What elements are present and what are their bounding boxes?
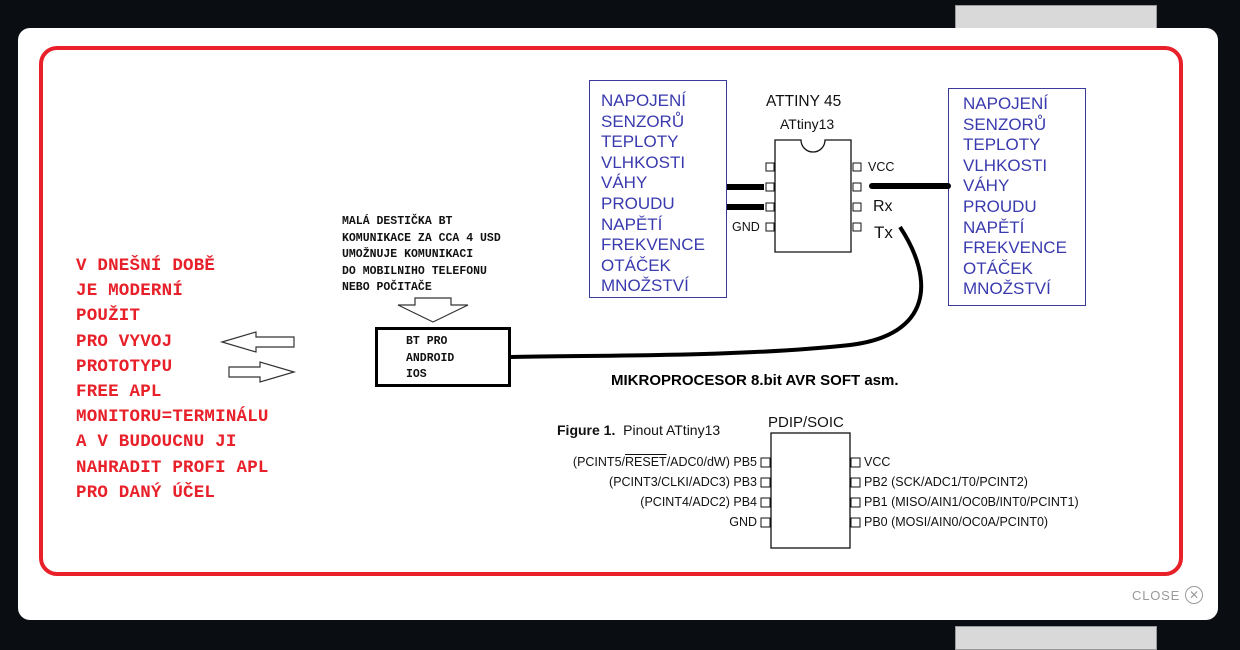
close-button[interactable]: CLOSE ✕ <box>1132 586 1204 604</box>
chip-pin <box>852 182 862 192</box>
wire-tx-bt <box>510 225 924 359</box>
chip-tx-label: Tx <box>874 223 893 242</box>
sensor-box-right: NAPOJENÍ SENZORŮ TEPLOTY VLHKOSTI VÁHY P… <box>948 88 1086 306</box>
sensor-item: FREKVENCE <box>963 238 1067 258</box>
figure-package: PDIP/SOIC <box>768 414 844 431</box>
sensor-item: TEPLOTY <box>601 132 679 152</box>
sensor-item: SENZORŮ <box>963 114 1047 134</box>
sensor-item: VÁHY <box>601 173 648 193</box>
sensor-item: PROUDU <box>963 196 1037 216</box>
chip-title: ATTINY 45 <box>766 93 842 110</box>
left-line: V DNEŠNÍ DOBĚ <box>76 256 216 276</box>
chip-rx-label: Rx <box>873 198 893 215</box>
figure-pin-label-left: GND <box>729 515 757 529</box>
sensor-item: NAPĚTÍ <box>963 217 1025 237</box>
figure-pin <box>760 477 771 488</box>
sensor-item: VÁHY <box>963 176 1010 196</box>
sensor-item: FREKVENCE <box>601 235 705 255</box>
arrow-down-icon <box>397 297 469 323</box>
arrow-right-icon <box>228 361 297 383</box>
left-line: PROTOTYPU <box>76 356 173 377</box>
diagram-caption: MIKROPROCESOR 8.bit AVR SOFT asm. <box>611 372 899 389</box>
figure-pin-label-right: PB1 (MISO/AIN1/OC0B/INT0/PCINT1) <box>864 495 1079 509</box>
figure-chip-body <box>770 432 851 549</box>
left-line: PRO DANÝ ÚČEL <box>76 482 216 503</box>
chip-pin <box>852 202 862 212</box>
left-line: A V BUDOUCNU JI <box>76 432 237 453</box>
figure-pin <box>850 477 861 488</box>
chip-gnd-label: GND <box>732 220 760 234</box>
left-line: JE MODERNÍ <box>76 281 184 302</box>
figure-pin-label-left: (PCINT5/RESET/ADC0/dW) PB5 <box>573 455 757 469</box>
sensor-box-left: NAPOJENÍ SENZORŮ TEPLOTY VLHKOSTI VÁHY P… <box>589 80 727 298</box>
pin-prefix: (PCINT5/ <box>572 455 625 469</box>
left-description: V DNEŠNÍ DOBĚ JE MODERNÍ POUŽIT PRO VYVO… <box>76 254 269 506</box>
chip-body <box>774 139 852 253</box>
sensor-item: TEPLOTY <box>963 135 1041 155</box>
bt-box-line: BT PRO <box>406 335 448 348</box>
bt-note-line: UMOŽNUJE KOMUNIKACI <box>342 248 474 261</box>
chip-pin <box>765 162 775 172</box>
figure-pin-label-left: (PCINT4/ADC2) PB4 <box>640 495 757 509</box>
bt-note-line: NEBO POČITAČE <box>342 281 432 294</box>
left-line: NAHRADIT PROFI APL <box>76 457 269 478</box>
close-circle-icon: ✕ <box>1185 586 1204 604</box>
figure-pin-label-left: (PCINT3/CLKI/ADC3) PB3 <box>609 475 757 489</box>
arrow-left-icon <box>219 331 295 353</box>
bt-note-line: MALÁ DESTIČKA BT <box>342 215 453 228</box>
left-line: FREE APL <box>76 382 162 403</box>
pin-overline: RESET <box>625 455 667 469</box>
sensor-item: OTÁČEK <box>601 255 671 275</box>
figure-pin-label-right: PB0 (MOSI/AIN0/OC0A/PCINT0) <box>864 515 1049 529</box>
figure-caption: Pinout ATtiny13 <box>623 422 721 438</box>
sensor-item: OTÁČEK <box>963 258 1033 278</box>
bt-note-line: DO MOBILNIHO TELEFONU <box>342 264 487 278</box>
chip-pin <box>765 182 775 192</box>
figure-label: Figure 1. <box>557 422 616 438</box>
sensor-item: SENZORŮ <box>601 111 685 131</box>
figure-pin <box>760 497 771 508</box>
sensor-item: NAPOJENÍ <box>963 94 1049 113</box>
figure-pin <box>850 517 861 528</box>
sensor-item: VLHKOSTI <box>601 152 686 172</box>
figure-title: Figure 1. Pinout ATtiny13 <box>557 422 720 438</box>
chip-vcc-label: VCC <box>868 160 895 174</box>
figure-pin <box>850 497 861 508</box>
pin-suffix: /ADC0/dW) PB5 <box>666 455 757 469</box>
bt-module-box: BT PRO ANDROID IOS <box>375 327 511 387</box>
figure-pin-label-right: VCC <box>864 455 891 469</box>
chip-subtitle: ATtiny13 <box>780 116 835 132</box>
sensor-item: MNOŽSTVÍ <box>601 276 689 296</box>
chip-pin <box>765 202 775 212</box>
sensor-item: NAPĚTÍ <box>601 214 663 234</box>
chip-pin <box>765 222 775 232</box>
figure-pin <box>760 457 771 468</box>
chip-pin <box>852 222 862 232</box>
bt-box-line: IOS <box>406 368 427 381</box>
close-label: CLOSE <box>1132 587 1181 603</box>
bt-note-line: KOMUNIKACE ZA CCA 4 USD <box>342 231 501 245</box>
sensor-item: NAPOJENÍ <box>601 91 687 110</box>
left-line: MONITORU=TERMINÁLU <box>76 407 269 428</box>
left-line: PRO VYVOJ <box>76 331 173 352</box>
bt-box-line: ANDROID <box>406 351 455 365</box>
sensor-item: MNOŽSTVÍ <box>963 279 1051 299</box>
figure-pin-label-right: PB2 (SCK/ADC1/T0/PCINT2) <box>864 475 1028 489</box>
chip-pin <box>852 162 862 172</box>
bt-note: MALÁ DESTIČKA BT KOMUNIKACE ZA CCA 4 USD… <box>342 214 501 297</box>
left-line: POUŽIT <box>76 306 141 327</box>
sensor-item: PROUDU <box>601 193 675 213</box>
figure-pin <box>760 517 771 528</box>
figure-pin <box>850 457 861 468</box>
sensor-item: VLHKOSTI <box>963 155 1048 175</box>
red-frame <box>39 46 1183 576</box>
